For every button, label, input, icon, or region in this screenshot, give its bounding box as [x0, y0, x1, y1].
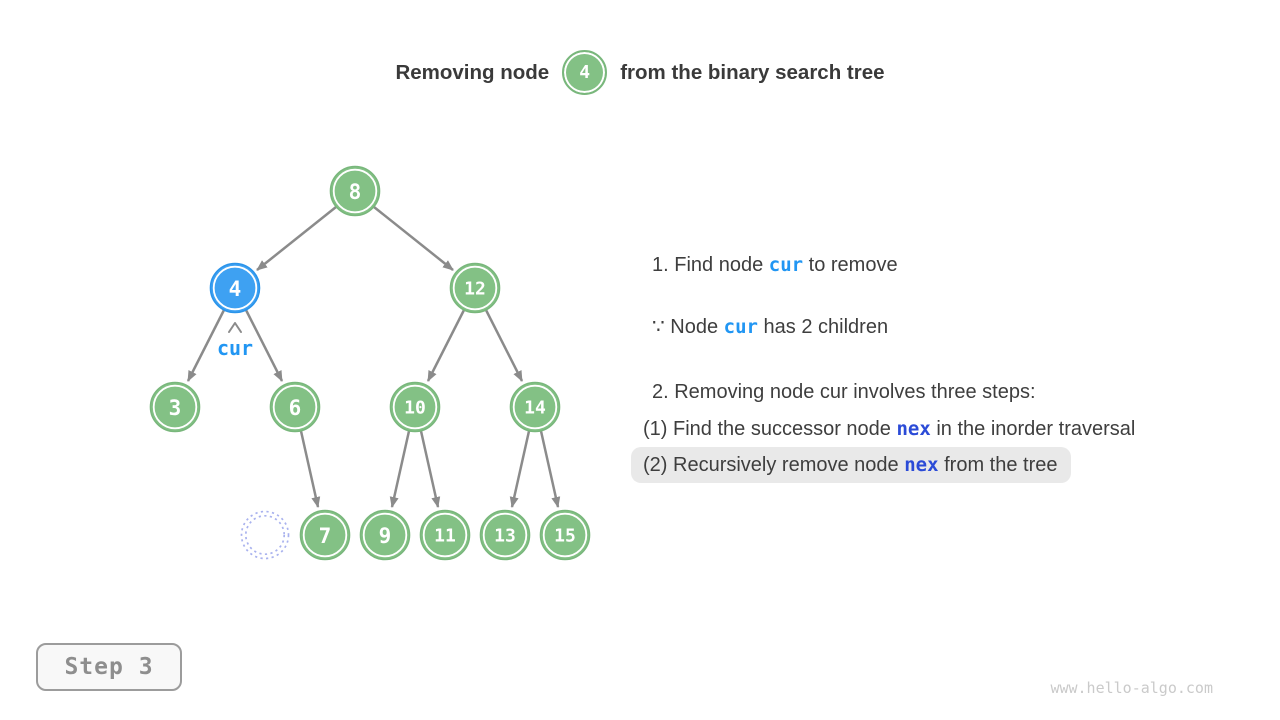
cur-pointer-label: cur [217, 336, 253, 360]
tree-node-6: 6 [269, 381, 321, 433]
node-circle [329, 165, 381, 217]
title-node-circle: 4 [562, 50, 608, 95]
node-inner-ring [272, 384, 318, 430]
node-circle [269, 381, 321, 433]
edge-4-6 [244, 309, 284, 382]
node-inner-ring [452, 265, 498, 311]
node-circle [389, 381, 441, 433]
node-inner-ring [362, 512, 408, 558]
node-value: 10 [404, 398, 426, 419]
node-circle [479, 509, 531, 561]
title-node-value: 4 [579, 62, 591, 83]
line5-text-post: from the tree [938, 454, 1058, 476]
instruction-line-5: (2) Recursively remove node nex from the… [631, 442, 1268, 483]
tree-node-10: 10 [389, 381, 441, 433]
node-inner-ring [332, 168, 378, 214]
edge-6-7 [299, 430, 321, 508]
node-inner-ring [392, 384, 438, 430]
title-text-post: from the binary search tree [620, 60, 885, 84]
keyword-cur: cur [768, 254, 804, 276]
edge-12-14 [484, 309, 524, 382]
edge-12-10 [426, 309, 466, 382]
placeholder-outer-ring [240, 510, 290, 560]
node-value: 4 [229, 277, 242, 301]
page-title: Removing node 4 from the binary search t… [0, 50, 1280, 95]
edge-4-3 [186, 309, 226, 382]
node-inner-ring [302, 512, 348, 558]
node-circle [359, 509, 411, 561]
tree-node-3: 3 [149, 381, 201, 433]
line4-text: (1) Find the successor node [643, 418, 897, 440]
tree-node-7: 7 [299, 509, 351, 561]
line1-text-post: to remove [803, 254, 898, 276]
watermark-url: www.hello-algo.com [1050, 679, 1213, 697]
tree-node-14: 14 [509, 381, 561, 433]
tree-node-8: 8 [329, 165, 381, 217]
tree-node-4-current: 4 [209, 262, 261, 314]
binary-search-tree-diagram: 8 4 12 3 6 10 14 7 [149, 165, 591, 561]
edge-8-4 [256, 206, 337, 271]
node-value: 8 [349, 180, 362, 204]
tree-node-13: 13 [479, 509, 531, 561]
step-badge: Step 3 [36, 643, 182, 691]
node-value: 14 [524, 398, 546, 419]
cur-pointer: cur [217, 322, 253, 360]
edge-14-13 [509, 430, 531, 508]
keyword-nex: nex [904, 454, 939, 476]
edge-10-9 [389, 430, 411, 508]
node-circle [419, 509, 471, 561]
empty-node-placeholder [240, 510, 290, 560]
line4-text-post: in the inorder traversal [930, 418, 1136, 440]
line2-text-post: has 2 children [757, 316, 889, 338]
node-inner-ring [512, 384, 558, 430]
edge-8-12 [373, 206, 454, 271]
node-inner-ring [152, 384, 198, 430]
keyword-cur: cur [723, 316, 758, 338]
node-circle [149, 381, 201, 433]
node-value: 13 [494, 526, 516, 547]
tree-node-15: 15 [539, 509, 591, 561]
instruction-line-4: (1) Find the successor node nex in the i… [643, 416, 1268, 442]
line1-text: 1. Find node [652, 254, 769, 276]
highlighted-step: (2) Recursively remove node nex from the… [631, 447, 1072, 483]
title-text-pre: Removing node [395, 60, 550, 84]
node-circle [539, 509, 591, 561]
node-value: 9 [379, 524, 392, 548]
tree-node-12: 12 [449, 262, 501, 314]
edge-14-15 [539, 430, 561, 508]
node-value: 11 [434, 526, 456, 547]
instruction-line-2: ∵ Node cur has 2 children [643, 314, 1268, 340]
node-inner-ring [422, 512, 468, 558]
tree-node-11: 11 [419, 509, 471, 561]
node-inner-ring [212, 265, 258, 311]
up-caret-icon [228, 322, 242, 333]
node-value: 7 [319, 524, 332, 548]
placeholder-inner-ring [244, 514, 286, 556]
node-value: 12 [464, 279, 486, 300]
node-value: 6 [289, 396, 302, 420]
edge-10-11 [419, 430, 441, 508]
node-value: 3 [169, 396, 182, 420]
node-circle [509, 381, 561, 433]
keyword-nex: nex [896, 418, 931, 440]
node-value: 15 [554, 526, 576, 547]
node-inner-ring [542, 512, 588, 558]
tree-edges [186, 206, 561, 508]
tree-node-9: 9 [359, 509, 411, 561]
line5-text: (2) Recursively remove node [643, 454, 905, 476]
node-circle [209, 262, 261, 314]
instruction-line-1: 1. Find node cur to remove [643, 252, 1268, 278]
node-inner-ring [482, 512, 528, 558]
node-circle [449, 262, 501, 314]
explanation-panel: 1. Find node cur to remove ∵ Node cur ha… [631, 252, 1268, 483]
instruction-line-3: 2. Removing node cur involves three step… [652, 381, 1036, 403]
line2-text: ∵ Node [652, 316, 724, 338]
node-circle [299, 509, 351, 561]
